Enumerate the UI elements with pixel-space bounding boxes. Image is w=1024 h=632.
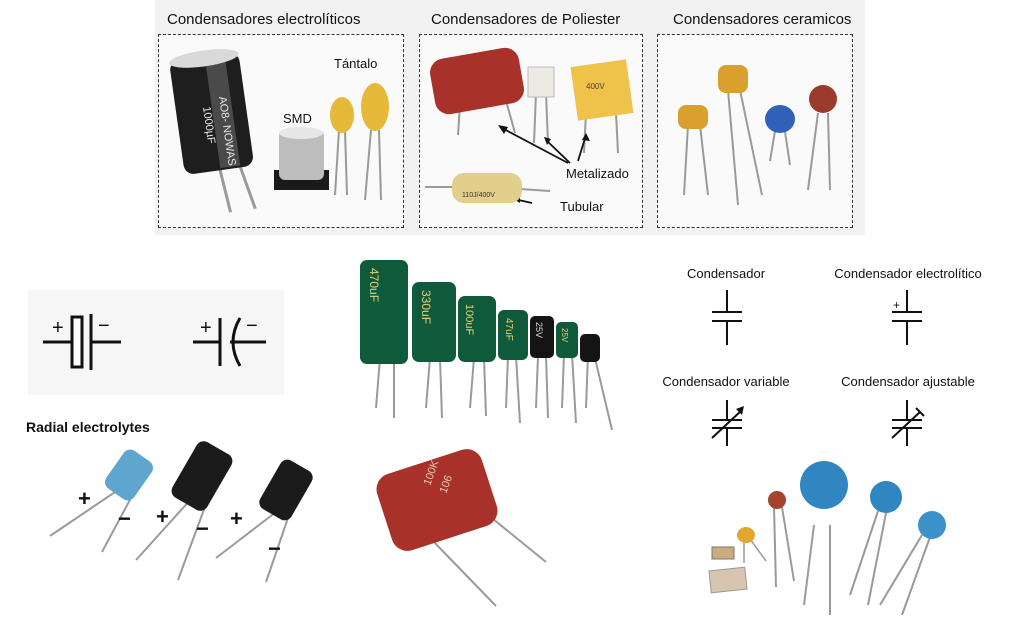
electrolytic-small-green: [556, 322, 578, 424]
brown-ceramic: [807, 85, 837, 191]
black-radial-capacitor-right: [215, 459, 313, 583]
cap-label-25v-b: 25V: [560, 328, 569, 343]
small-blue-disc: [879, 511, 946, 616]
medium-blue-disc: [849, 481, 902, 606]
electrolytic-row-photo: 470uF 330uF 100uF 47uF 25V 25V: [360, 260, 613, 431]
electrolytic-symbol-title: Condensador electrolítico: [834, 266, 982, 281]
radial-minus-1: −: [118, 506, 131, 531]
radial-plus-1: +: [78, 486, 91, 511]
variable-symbol-title: Condensador variable: [662, 374, 790, 389]
polarized-minus-sign: −: [98, 315, 110, 337]
ceramic-photo: [678, 65, 837, 206]
adjustable-capacitor-symbol: [891, 400, 925, 446]
polarized-symbols-panel: + − + −: [28, 290, 284, 395]
ceramic-group-title: Condensadores ceramicos: [673, 11, 852, 28]
polyester-group-title: Condensadores de Poliester: [431, 11, 621, 28]
tubular-print: 110J/400V: [462, 192, 495, 199]
capacitor-symbol: [712, 290, 742, 345]
film-capacitor-photo: 100K 106: [376, 449, 547, 607]
cap-label-470: 470uF: [367, 268, 381, 302]
adjustable-symbol-title: Condensador ajustable: [841, 374, 975, 389]
electrolytic-small-black: [530, 316, 554, 419]
ceramic-box: [657, 34, 853, 228]
smd-chip-small: [711, 546, 735, 560]
orange-ceramic-small: [678, 105, 709, 196]
electrolytic-330uf: [412, 282, 456, 419]
radial-minus-3: −: [268, 536, 281, 561]
blue-radial-capacitor: [49, 449, 153, 553]
blue-ceramic: [765, 105, 795, 166]
electrolytic-photo: AO8- NOWAS 1000µF: [169, 49, 389, 213]
smd-chip-large: [708, 566, 748, 594]
polarized-plus-sign: +: [52, 317, 64, 339]
radial-electrolytes-photo: + − + − + −: [49, 441, 313, 583]
electrolytic-symbol-plus: +: [893, 298, 900, 312]
ceramic-group-photo: [708, 461, 946, 616]
black-radial-capacitor-middle: [135, 441, 233, 581]
smd-capacitor: [274, 127, 329, 190]
white-box-capacitor: [527, 66, 555, 144]
electrolytic-tiny-black: [580, 334, 613, 431]
electrolytic-100uf: [458, 296, 496, 417]
electrolytic-group-title: Condensadores electrolíticos: [167, 11, 361, 28]
electrolytic-470uf: [360, 260, 408, 418]
cap-label-47: 47uF: [503, 318, 514, 341]
curved-plus-sign: +: [200, 317, 212, 339]
radial-plus-2: +: [156, 504, 169, 529]
tubular-label: Tubular: [560, 199, 604, 214]
tantalum-small: [737, 527, 767, 563]
film-cap-print-2: 106: [438, 474, 456, 495]
red-polyester-capacitor: [430, 47, 524, 136]
radial-plus-3: +: [230, 506, 243, 531]
curved-plate-symbol: [193, 317, 266, 367]
polyester-photo: 400V 110J/400V: [425, 47, 634, 204]
polarized-symbols-drawing: + − + −: [43, 314, 266, 370]
electrolytic-box: AO8- NOWAS 1000µF: [158, 34, 404, 228]
electrolytic-symbol: +: [892, 290, 922, 345]
radial-electrolytes-title: Radial electrolytes: [26, 419, 150, 435]
metallized-label: Metalizado: [566, 166, 629, 181]
cap-label-330: 330uF: [419, 290, 433, 324]
brown-disc-ceramic: [768, 491, 795, 588]
cap-label-100: 100uF: [463, 304, 475, 335]
radial-minus-2: −: [196, 516, 209, 541]
smd-label: SMD: [283, 111, 312, 126]
capacitor-symbol-title: Condensador: [686, 266, 766, 281]
polarized-box-symbol: [43, 314, 121, 370]
variable-capacitor-symbol: [711, 400, 744, 446]
large-blue-disc: [800, 461, 848, 615]
tantalum-capacitors: [330, 83, 389, 201]
red-film-capacitor: [376, 449, 547, 607]
yellow-box-print: 400V: [586, 82, 605, 91]
tantalum-label: Tántalo: [334, 56, 378, 71]
polyester-box: 400V 110J/400V: [419, 34, 643, 228]
curved-minus-sign: −: [246, 315, 258, 337]
tubular-capacitor: [425, 173, 551, 203]
electrolytic-47uf: [498, 310, 528, 424]
cap-label-25v-a: 25V: [534, 322, 544, 338]
large-electrolytic-capacitor: [169, 49, 257, 213]
yellow-box-capacitor: [570, 59, 634, 154]
orange-ceramic-tall: [718, 65, 763, 206]
large-can-print-2: 1000µF: [200, 106, 217, 145]
